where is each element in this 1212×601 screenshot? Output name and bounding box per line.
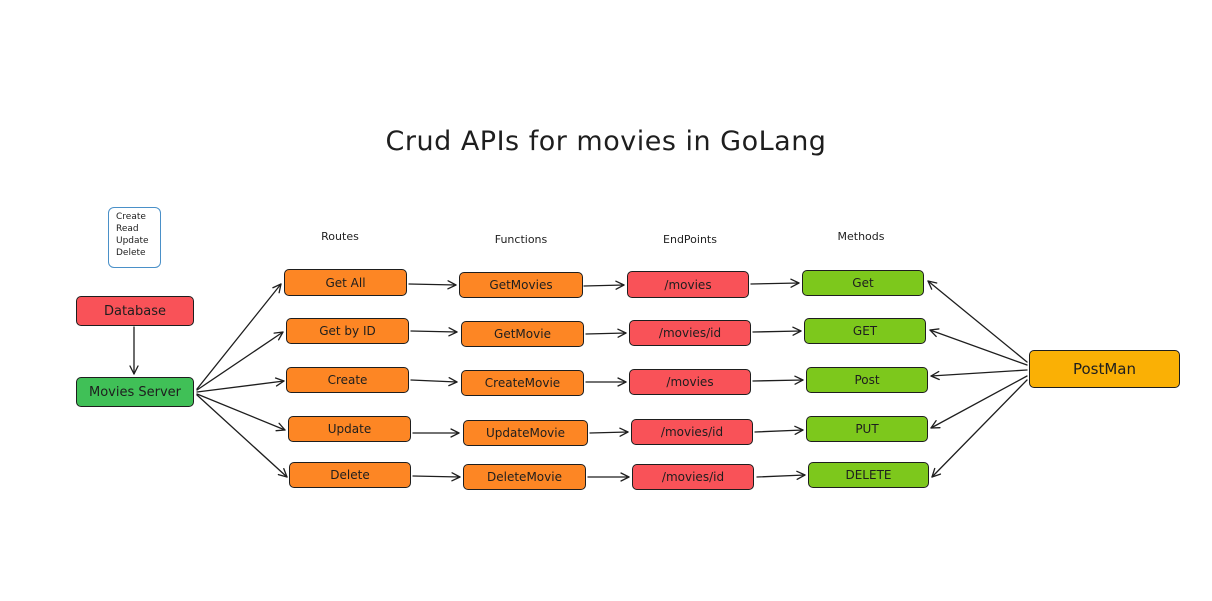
- postman-node: PostMan: [1029, 350, 1180, 388]
- server-to-route-arrow: [196, 377, 285, 393]
- note-line: Read: [116, 224, 139, 234]
- function-node: GetMovie: [461, 321, 584, 347]
- endpoint-node: /movies/id: [632, 464, 754, 490]
- diagram-title: Crud APIs for movies in GoLang: [385, 126, 827, 157]
- route-to-function-arrow: [408, 280, 457, 290]
- routes-heading: Routes: [321, 230, 359, 243]
- server-to-route-arrow: [196, 394, 288, 478]
- endpoints-heading: EndPoints: [663, 233, 717, 246]
- method-node: PUT: [806, 416, 928, 442]
- note-line: Update: [116, 236, 149, 246]
- function-to-endpoint-arrow: [583, 280, 625, 290]
- method-node: Get: [802, 270, 924, 296]
- endpoint-node: /movies/id: [629, 320, 751, 346]
- client-to-method-arrow: [930, 369, 1028, 381]
- route-node: Get by ID: [286, 318, 409, 344]
- methods-heading: Methods: [837, 230, 885, 243]
- server-to-route-arrow: [196, 331, 284, 391]
- endpoint-to-method-arrow: [754, 425, 804, 435]
- route-node: Create: [286, 367, 409, 393]
- endpoint-to-method-arrow: [750, 278, 800, 288]
- function-node: CreateMovie: [461, 370, 584, 396]
- endpoint-to-method-arrow: [752, 326, 802, 336]
- endpoint-node: /movies: [629, 369, 751, 395]
- method-node: Post: [806, 367, 928, 393]
- server-to-route-arrow: [196, 283, 282, 390]
- movies-server-node: Movies Server: [76, 377, 194, 407]
- client-to-method-arrow: [931, 379, 1028, 478]
- route-to-function-arrow: [412, 472, 461, 482]
- endpoint-to-method-arrow: [752, 375, 804, 385]
- note-line: Delete: [116, 248, 146, 258]
- route-to-function-arrow: [410, 327, 458, 337]
- database-node: Database: [76, 296, 194, 326]
- crud-note: Create Read Update Delete: [108, 207, 161, 268]
- method-node: DELETE: [808, 462, 929, 488]
- client-to-method-arrow: [930, 375, 1028, 429]
- route-node: Delete: [289, 462, 411, 488]
- route-node: Get All: [284, 269, 407, 296]
- route-node: Update: [288, 416, 411, 442]
- endpoint-node: /movies: [627, 271, 749, 298]
- function-to-endpoint-arrow: [585, 328, 627, 338]
- functions-heading: Functions: [494, 233, 548, 246]
- function-to-endpoint-arrow: [589, 427, 629, 437]
- client-to-method-arrow: [929, 328, 1028, 366]
- route-to-function-arrow: [410, 377, 458, 387]
- function-node: GetMovies: [459, 272, 583, 298]
- function-node: UpdateMovie: [463, 420, 588, 446]
- method-node: GET: [804, 318, 926, 344]
- note-line: Create: [116, 212, 146, 222]
- client-to-method-arrow: [927, 280, 1028, 363]
- server-to-route-arrow: [196, 393, 286, 432]
- function-node: DeleteMovie: [463, 464, 586, 490]
- endpoint-node: /movies/id: [631, 419, 753, 445]
- endpoint-to-method-arrow: [756, 470, 806, 480]
